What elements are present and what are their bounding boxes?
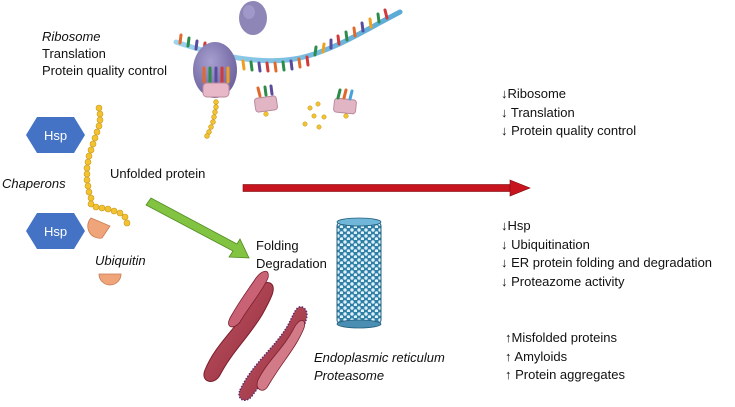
mrna-strand-icon xyxy=(173,8,403,73)
degradation-label: Degradation xyxy=(256,256,327,271)
ribosome-subunit-icon xyxy=(239,1,267,35)
trna-icon xyxy=(333,88,357,119)
trna-icon xyxy=(254,84,278,117)
hsp-hexagon-icon: Hsp xyxy=(26,117,85,153)
hsp-top-label: Hsp xyxy=(44,128,67,143)
proteasome-icon xyxy=(336,217,382,329)
main-arrow-icon xyxy=(242,179,531,197)
ubiquitin-icon xyxy=(98,273,122,286)
ubiquitin-icon xyxy=(87,217,111,239)
effect-item: ↑ Amyloids xyxy=(505,348,568,364)
nascent-polypeptide-icon xyxy=(204,99,219,139)
protein-quality-control-label: Protein quality control xyxy=(42,63,168,78)
translation-label: Translation xyxy=(42,46,106,61)
effect-item: ↓ Proteazome activity xyxy=(501,273,625,289)
effects-group-chaperone: ↓Hsp ↓ Ubiquitination ↓ ER protein foldi… xyxy=(501,217,712,291)
ribosome-title: Ribosome xyxy=(42,29,101,44)
ubiquitin-label: Ubiquitin xyxy=(95,253,146,268)
chaperons-label: Chaperons xyxy=(2,176,66,191)
effects-group-ribosome: ↓Ribosome ↓ Translation ↓ Protein qualit… xyxy=(501,85,636,141)
unfolded-protein-label: Unfolded protein xyxy=(110,166,206,181)
effect-item: ↓ ER protein folding and degradation xyxy=(501,255,713,270)
effects-group-outcomes: ↑Misfolded proteins ↑ Amyloids ↑ Protein… xyxy=(505,329,625,385)
effect-item: ↓ Ubiquitination xyxy=(501,236,590,252)
unfolded-protein-chain xyxy=(83,104,131,227)
folding-arrow-icon xyxy=(145,197,250,259)
effect-item: ↑Misfolded proteins xyxy=(505,330,617,345)
proteasome-label: Proteasome xyxy=(314,368,385,383)
effect-item: ↑ Protein aggregates xyxy=(505,367,625,382)
endoplasmic-reticulum-icon xyxy=(203,270,308,401)
hsp-bottom-label: Hsp xyxy=(44,224,67,239)
effect-item: ↓Ribosome xyxy=(501,86,567,101)
ribosome-label-block: Ribosome Translation Protein quality con… xyxy=(42,28,167,79)
effect-item: ↓ Translation xyxy=(501,104,575,120)
ribosome-icon xyxy=(193,42,237,98)
effect-item: ↓Hsp xyxy=(501,218,531,233)
amino-acid-icon xyxy=(302,101,327,130)
hsp-hexagon-icon: Hsp xyxy=(26,213,85,249)
effect-item: ↓ Protein quality control xyxy=(501,123,637,138)
folding-label: Folding xyxy=(256,238,299,253)
er-label: Endoplasmic reticulum xyxy=(314,350,445,365)
